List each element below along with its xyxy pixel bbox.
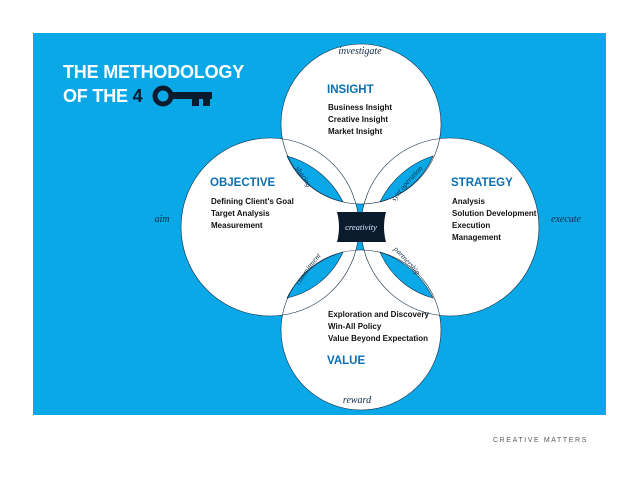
page-title: THE METHODOLOGY OF THE 4 <box>63 60 244 108</box>
objective-item: Target Analysis <box>211 209 270 218</box>
overlap-objective-value <box>286 251 344 299</box>
insight-heading: INSIGHT <box>327 84 374 96</box>
outer-word-aim: aim <box>155 214 170 225</box>
objective-heading: OBJECTIVE <box>210 177 276 189</box>
outer-word-investigate: investigate <box>338 46 382 57</box>
objective-item: Defining Client's Goal <box>211 197 294 206</box>
outer-word-execute: execute <box>551 214 582 225</box>
center-shape <box>337 212 386 242</box>
strategy-item: Management <box>452 233 501 242</box>
objective-item: Measurement <box>211 221 263 230</box>
value-circle <box>281 250 441 410</box>
title-line-2-text: OF THE <box>63 86 128 106</box>
insight-item: Business Insight <box>328 103 392 112</box>
insight-item: Creative Insight <box>328 115 388 124</box>
value-item: Exploration and Discovery <box>328 310 429 319</box>
center-label: creativity <box>345 222 377 232</box>
value-heading: VALUE <box>327 355 365 367</box>
overlap-strategy-value <box>379 251 434 299</box>
strategy-item: Execution <box>452 221 490 230</box>
title-number: 4 <box>132 86 143 106</box>
value-item: Value Beyond Expectation <box>328 334 428 343</box>
title-line-1: THE METHODOLOGY <box>63 62 244 82</box>
strategy-item: Analysis <box>452 197 485 206</box>
key-icon <box>152 85 212 107</box>
strategy-item: Solution Development <box>452 209 537 218</box>
value-item: Win-All Policy <box>328 322 382 331</box>
title-line-2: OF THE 4 <box>63 84 244 108</box>
insight-item: Market Insight <box>328 127 383 136</box>
strategy-heading: STRATEGY <box>451 177 513 189</box>
outer-word-reward: reward <box>343 395 372 406</box>
footer-brand: CREATIVE MATTERS <box>493 437 588 444</box>
